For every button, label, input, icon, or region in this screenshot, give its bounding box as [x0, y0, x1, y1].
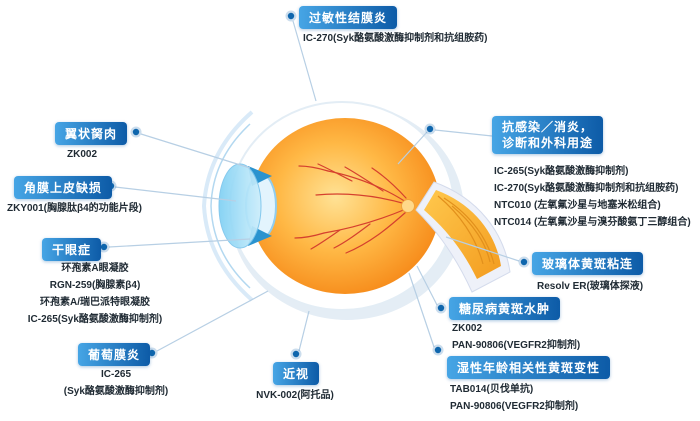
node-dot	[432, 344, 444, 356]
drug-list-allergic-conjunctivitis: IC-270(Syk酪氨酸激酶抑制剂和抗组胺药)	[303, 30, 487, 47]
disease-badge-uveitis: 葡萄膜炎	[78, 343, 151, 366]
node-dot	[424, 123, 436, 135]
disease-badge-vitreomacular-adhesion: 玻璃体黄斑粘连	[532, 252, 644, 275]
connector-lines	[108, 20, 520, 352]
drug-item: IC-265	[100, 369, 131, 380]
eye-conjunctiva-arcs	[201, 110, 254, 302]
drug-item: IC-265(Syk酪氨酸激酶抑制剂)	[494, 166, 629, 177]
disease-badge-allergic-conjunctivitis: 过敏性结膜炎	[299, 6, 398, 29]
drug-item: NTC014 (左氧氟沙星与溴芬酸氨丁三醇组合)	[494, 217, 691, 228]
disease-title: 角膜上皮缺损	[24, 181, 103, 195]
disease-badge-pterygium: 翼状胬肉	[55, 122, 128, 145]
drug-list-corneal-epithelial-defect: ZKY001(胸腺肽β4的功能片段)	[7, 200, 142, 217]
drug-item: 环孢素A/瑞巴派特眼凝胶	[40, 297, 150, 308]
drug-item: IC-270(Syk酪氨酸激酶抑制剂和抗组胺药)	[494, 183, 679, 194]
drug-list-myopia: NVK-002(阿托品)	[235, 387, 355, 404]
disease-title: 葡萄膜炎	[88, 348, 141, 362]
disease-badge-corneal-epithelial-defect: 角膜上皮缺损	[14, 176, 113, 199]
node-dot	[285, 10, 297, 22]
node-dot	[290, 348, 302, 360]
node-dot	[98, 241, 110, 253]
drug-list-dry-eye: 环孢素A眼凝胶 RGN-259(胸腺素β4) 环孢素A/瑞巴派特眼凝胶 IC-2…	[4, 260, 186, 328]
disease-title: 玻璃体黄斑粘连	[542, 257, 634, 271]
drug-item: ZK002	[67, 149, 98, 160]
retinal-vessels	[294, 163, 407, 254]
disease-badge-myopia: 近视	[273, 362, 320, 385]
eye-choroid	[250, 118, 440, 294]
drug-item: PAN-90806(VEGFR2抑制剂)	[452, 340, 581, 351]
disease-title: 干眼症	[52, 243, 92, 257]
disease-badge-anti-infection: 抗感染／消炎， 诊断和外科用途	[492, 116, 604, 154]
node-dot	[435, 302, 447, 314]
drug-item: TAB014(贝伐单抗)	[450, 384, 534, 395]
drug-list-anti-infection: IC-265(Syk酪氨酸激酶抑制剂) IC-270(Syk酪氨酸激酶抑制剂和抗…	[494, 163, 691, 231]
disease-title-line2: 诊断和外科用途	[502, 136, 594, 150]
disease-title: 过敏性结膜炎	[309, 11, 388, 25]
disease-title: 近视	[283, 367, 310, 381]
optic-disc	[401, 199, 415, 213]
drug-item: RGN-259(胸腺素β4)	[49, 280, 141, 291]
disease-badge-wet-amd: 湿性年龄相关性黄斑变性	[447, 356, 611, 379]
eye-cornea	[218, 163, 262, 249]
drug-list-wet-amd: TAB014(贝伐单抗) PAN-90806(VEGFR2抑制剂)	[450, 381, 578, 415]
drug-item: 环孢素A眼凝胶	[61, 263, 129, 274]
disease-title: 翼状胬肉	[65, 127, 118, 141]
drug-item: IC-270(Syk酪氨酸激酶抑制剂和抗组胺药)	[303, 33, 488, 44]
drug-list-uveitis: IC-265 (Syk酪氨酸激酶抑制剂)	[36, 366, 196, 400]
drug-item: (Syk酪氨酸激酶抑制剂)	[63, 386, 169, 397]
node-dot	[518, 256, 530, 268]
drug-list-diabetic-macular-edema: ZK002 PAN-90806(VEGFR2抑制剂)	[452, 320, 580, 354]
drug-item: NTC010 (左氧氟沙星与地塞米松组合)	[494, 200, 661, 211]
drug-item: Resolv ER(玻璃体探液)	[537, 281, 644, 292]
disease-badge-diabetic-macular-edema: 糖尿病黄斑水肿	[449, 297, 561, 320]
drug-item: NVK-002(阿托品)	[256, 390, 334, 401]
drug-item: IC-265(Syk酪氨酸激酶抑制剂)	[27, 314, 163, 325]
optic-nerve	[415, 181, 511, 293]
disease-badge-dry-eye: 干眼症	[42, 238, 102, 261]
drug-item: PAN-90806(VEGFR2抑制剂)	[450, 401, 579, 412]
drug-item: ZKY001(胸腺肽β4的功能片段)	[7, 203, 143, 214]
node-dot	[130, 126, 142, 138]
disease-title: 湿性年龄相关性黄斑变性	[457, 361, 601, 375]
drug-list-vitreomacular-adhesion: Resolv ER(玻璃体探液)	[537, 278, 643, 295]
disease-title: 糖尿病黄斑水肿	[459, 302, 551, 316]
drug-item: ZK002	[452, 323, 483, 334]
disease-title: 抗感染／消炎，	[502, 120, 594, 134]
drug-list-pterygium: ZK002	[67, 146, 97, 163]
